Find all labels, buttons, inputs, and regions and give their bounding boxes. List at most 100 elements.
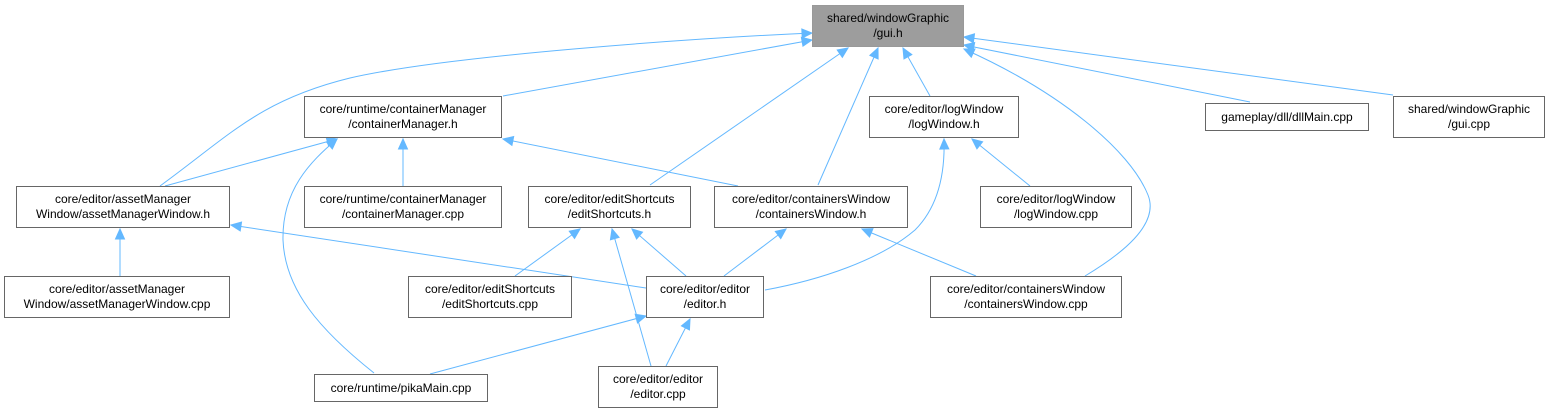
- node-logwindow-h[interactable]: core/editor/logWindow /logWindow.h: [869, 96, 1019, 138]
- edge-line: [611, 228, 652, 367]
- edge-n12-n5: [229, 221, 647, 289]
- node-assetmanagerwindow-h[interactable]: core/editor/assetManager Window/assetMan…: [16, 186, 230, 228]
- node-label-line: gameplay/dll/dllMain.cpp: [1221, 109, 1353, 124]
- edge-arrowhead: [397, 137, 409, 150]
- node-editshortcuts-cpp[interactable]: core/editor/editShortcuts /editShortcuts…: [408, 276, 572, 318]
- node-label-line: core/runtime/containerManager: [319, 102, 487, 116]
- edge-n8-n0: [817, 46, 879, 186]
- edge-arrowhead: [860, 228, 874, 238]
- edge-line: [963, 48, 1151, 277]
- edge-line: [861, 228, 977, 277]
- edge-n12-n8: [723, 228, 787, 277]
- edge-line: [429, 315, 647, 375]
- edge-n14-n12: [429, 313, 648, 375]
- edge-arrowhead: [229, 221, 243, 232]
- node-editor-h[interactable]: core/editor/editor /editor.h: [646, 276, 764, 318]
- edge-line: [159, 32, 813, 187]
- edge-n3-n0: [962, 41, 1251, 103]
- node-gui-cpp[interactable]: shared/windowGraphic /gui.cpp: [1393, 96, 1545, 138]
- node-label-line: core/editor/containersWindow: [946, 282, 1106, 296]
- edge-line: [971, 138, 1031, 187]
- edge-n1-n0: [502, 36, 814, 97]
- edge-arrowhead: [568, 228, 581, 240]
- edge-arrowhead: [631, 228, 644, 240]
- node-label-line: core/editor/editor: [612, 372, 704, 386]
- edge-arrowhead: [962, 33, 976, 44]
- node-label-line: /editShortcuts.cpp: [441, 297, 539, 311]
- node-label-line: /editor.h: [683, 297, 727, 311]
- node-label-line: /containersWindow.h: [755, 207, 867, 221]
- edge-arrowhead: [939, 137, 950, 150]
- edge-n14-n1: [282, 138, 375, 374]
- edge-n13-n8: [860, 228, 977, 277]
- edge-arrowhead: [836, 47, 850, 59]
- edge-line: [514, 228, 581, 277]
- edge-line: [723, 228, 787, 277]
- edge-n15-n12: [665, 317, 691, 367]
- edge-n15-n7: [609, 227, 652, 367]
- node-label-line: /editShortcuts.h: [567, 207, 652, 221]
- edge-line: [817, 47, 879, 186]
- edge-arrowhead: [609, 227, 620, 241]
- edge-n4-n0: [962, 33, 1394, 96]
- node-dllmain-cpp[interactable]: gameplay/dll/dllMain.cpp: [1205, 103, 1369, 131]
- node-label-line: core/editor/containersWindow: [731, 192, 891, 206]
- node-label-line: shared/windowGraphic: [1407, 102, 1531, 116]
- edge-n11-n7: [514, 228, 581, 277]
- edge-line: [649, 47, 849, 186]
- edge-line: [282, 138, 375, 374]
- node-label-line: core/editor/logWindow: [996, 192, 1116, 206]
- edge-n10-n5: [114, 227, 126, 276]
- edge-n12-n2: [764, 137, 950, 291]
- edge-n9-n2: [971, 138, 1031, 187]
- edge-line: [631, 228, 687, 277]
- node-label-line: core/editor/editor: [659, 282, 751, 296]
- edge-line: [963, 36, 1394, 96]
- node-assetmanagerwindow-cpp[interactable]: core/editor/assetManager Window/assetMan…: [4, 276, 230, 318]
- node-gui-h[interactable]: shared/windowGraphic /gui.h: [812, 5, 964, 47]
- node-label-line: core/editor/logWindow: [884, 102, 1004, 116]
- node-pikamain-cpp[interactable]: core/runtime/pikaMain.cpp: [314, 374, 488, 402]
- node-label-line: core/editor/editShortcuts: [424, 282, 556, 296]
- node-editshortcuts-h[interactable]: core/editor/editShortcuts /editShortcuts…: [528, 186, 691, 228]
- edge-arrowhead: [868, 46, 879, 60]
- edge-n6-n1: [397, 137, 409, 186]
- node-containermanager-h[interactable]: core/runtime/containerManager /container…: [304, 96, 502, 138]
- node-label-line: Window/assetManagerWindow.cpp: [23, 297, 211, 311]
- node-editor-cpp[interactable]: core/editor/editor /editor.cpp: [598, 366, 718, 408]
- edge-arrowhead: [971, 138, 984, 150]
- node-containerswindow-h[interactable]: core/editor/containersWindow /containers…: [714, 186, 908, 228]
- edge-arrowhead: [800, 36, 814, 48]
- node-label-line: /gui.h: [873, 26, 903, 40]
- edge-line: [963, 44, 1251, 103]
- edge-line: [502, 138, 739, 187]
- node-label-line: /logWindow.cpp: [1013, 207, 1099, 221]
- edge-line: [164, 138, 338, 187]
- edge-n13-n0: [962, 48, 1151, 277]
- edge-n12-n7: [631, 228, 687, 277]
- node-logwindow-cpp[interactable]: core/editor/logWindow /logWindow.cpp: [980, 186, 1132, 228]
- edge-n2-n0: [902, 46, 931, 97]
- node-containerswindow-cpp[interactable]: core/editor/containersWindow /containers…: [930, 276, 1122, 318]
- node-label-line: /containerManager.h: [348, 117, 458, 131]
- node-label-line: Window/assetManagerWindow.h: [35, 207, 211, 221]
- edge-arrowhead: [634, 313, 648, 324]
- node-label-line: /gui.cpp: [1447, 117, 1491, 131]
- node-label-line: core/runtime/containerManager: [319, 192, 487, 206]
- edge-arrowhead: [325, 138, 338, 150]
- edge-n8-n1: [501, 135, 739, 187]
- edge-line: [230, 224, 647, 289]
- node-label-line: core/editor/assetManager: [48, 282, 186, 296]
- node-label-line: /containersWindow.cpp: [964, 297, 1088, 311]
- edge-line: [502, 39, 813, 97]
- node-label-line: core/editor/editShortcuts: [544, 192, 675, 206]
- edge-n5-n0: [159, 28, 814, 187]
- node-label-line: core/runtime/pikaMain.cpp: [330, 380, 472, 395]
- edge-n7-n0: [649, 47, 850, 186]
- edge-arrowhead: [114, 227, 126, 240]
- node-label-line: /logWindow.h: [908, 117, 980, 131]
- edge-arrowhead: [501, 135, 515, 147]
- edge-line: [764, 138, 945, 291]
- node-containermanager-cpp[interactable]: core/runtime/containerManager /container…: [304, 186, 502, 228]
